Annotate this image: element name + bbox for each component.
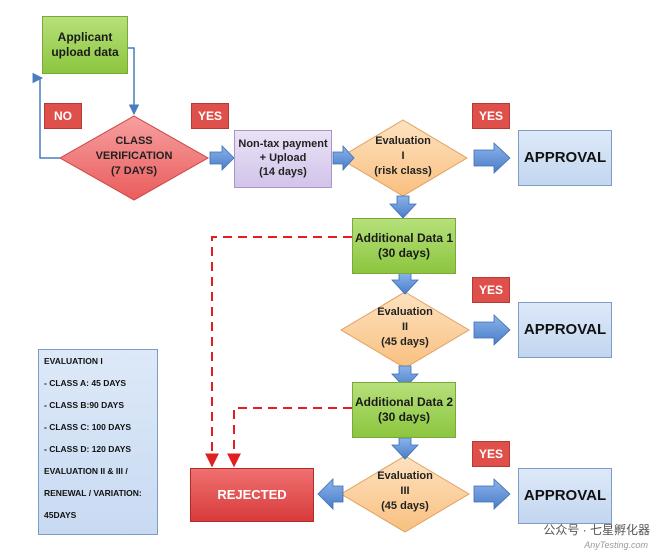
approval-2-label: APPROVAL [523,320,607,338]
additional-data-2-box: Additional Data 2 (30 days) [352,382,456,438]
class-verification-label: CLASS VERIFICATION (7 DAYS) [84,134,184,179]
additional2-line2: (30 days) [377,410,431,424]
evaluation-3-diamond [340,455,470,533]
arrow-eval2-to-approval [473,314,511,346]
rejected-label: REJECTED [217,486,287,502]
legend-title: EVALUATION I [44,356,103,366]
arrow-additional1-to-eval2 [391,272,419,295]
legend-footer-line1: EVALUATION II & III / [44,466,128,477]
class-verification-line1: CLASS [115,135,153,147]
yes-tag-eval3: YES [472,441,510,467]
approval-1-label: APPROVAL [523,148,607,166]
yes-tag-class: YES [191,103,229,129]
arrow-eval2-to-additional2 [391,365,419,389]
eval2-line2: II [401,320,409,333]
nontax-line2: + Upload [259,152,307,165]
additional-data-1-box: Additional Data 1 (30 days) [352,218,456,274]
legend-item: - CLASS A: 45 DAYS [44,378,127,389]
eval3-line2: III [400,484,410,497]
yes-tag-eval1: YES [472,103,510,129]
evaluation-3-label: Evaluation III (45 days) [355,469,455,514]
evaluation-2-label: Evaluation II (45 days) [355,305,455,350]
arrow-class-to-nontax [209,145,235,171]
arrow-eval3-to-rejected [317,478,344,510]
applicant-line1: Applicant [57,30,113,44]
approval-box-2: APPROVAL [518,302,612,358]
applicant-to-class-connector [128,47,140,116]
applicant-upload-box: Applicant upload data [42,16,128,74]
yes-tag-eval2: YES [472,277,510,303]
evaluation-legend: EVALUATION I - CLASS A: 45 DAYS - CLASS … [38,349,158,535]
nontax-line3: (14 days) [259,165,307,178]
eval1-line1: Evaluation [375,135,431,147]
arrow-additional2-to-eval3 [391,437,419,460]
class-verification-line2: VERIFICATION [95,149,173,162]
approval-box-1: APPROVAL [518,130,612,186]
eval2-line3: (45 days) [381,335,429,348]
watermark-text: 公众号 · 七星孵化器 [543,523,650,537]
legend-item: - CLASS B:90 DAYS [44,400,124,411]
legend-item: - CLASS D: 120 DAYS [44,444,132,455]
no-tag: NO [44,103,82,129]
eval3-line1: Evaluation [377,470,433,482]
nontax-payment-box: Non-tax payment + Upload (14 days) [234,130,332,188]
evaluation-1-label: Evaluation I (risk class) [353,134,453,179]
arrow-eval1-to-additional1 [389,195,417,219]
no-loop-connector [32,72,60,159]
legend-footer-line3: 45DAYS [44,510,77,521]
class-verification-diamond [58,115,210,201]
arrow-eval1-to-approval [473,142,511,174]
dashed-additional1-to-rejected [205,236,352,468]
arrow-eval3-to-approval [473,478,511,510]
watermark-subtext: AnyTesting.com [584,540,648,550]
rejected-box: REJECTED [190,468,314,522]
eval1-line2: I [401,149,405,162]
eval2-line1: Evaluation [377,306,433,318]
approval-3-label: APPROVAL [523,486,607,504]
dashed-additional2-to-rejected [227,407,352,468]
approval-box-3: APPROVAL [518,468,612,524]
arrow-nontax-to-eval1 [332,144,355,172]
class-verification-line3: (7 DAYS) [110,164,158,177]
additional1-line1: Additional Data 1 [354,231,453,245]
eval3-line3: (45 days) [381,499,429,512]
applicant-line2: upload data [51,45,119,59]
eval1-line3: (risk class) [374,164,432,177]
additional1-line2: (30 days) [377,246,431,260]
nontax-line1: Non-tax payment [238,138,328,151]
additional2-line1: Additional Data 2 [354,395,453,409]
legend-footer-line2: RENEWAL / VARIATION: [44,488,142,499]
legend-item: - CLASS C: 100 DAYS [44,422,132,433]
